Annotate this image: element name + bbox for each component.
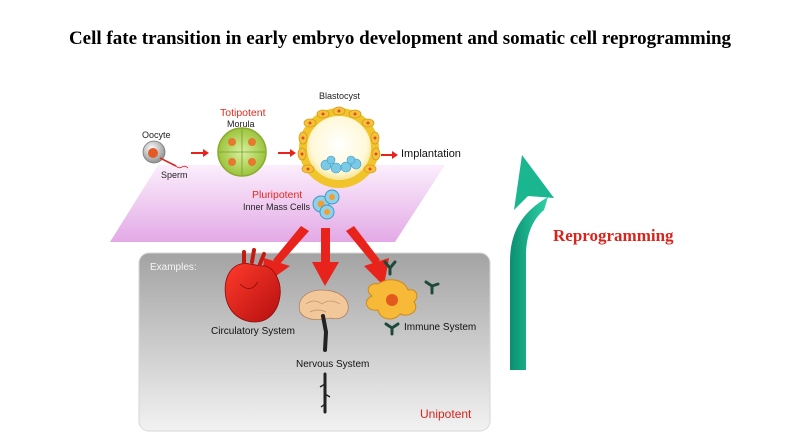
pluripotent-plane xyxy=(110,165,445,242)
blastocyst-label: Blastocyst xyxy=(319,91,361,101)
circulatory-label: Circulatory System xyxy=(211,326,295,337)
arrow-morula-blastocyst xyxy=(278,149,296,157)
antibody-icon xyxy=(383,260,440,336)
page-title: Cell fate transition in early embryo dev… xyxy=(68,28,732,49)
inner-mass-cells-icon xyxy=(312,189,340,220)
arrow-to-nervous xyxy=(312,228,339,286)
totipotent-label: Totipotent xyxy=(220,107,266,119)
nervous-label: Nervous System xyxy=(296,359,370,370)
arrow-implantation xyxy=(381,151,398,159)
reprogramming-label: Reprogramming xyxy=(553,226,674,245)
spinal-cord-icon xyxy=(319,314,331,414)
unipotent-panel xyxy=(138,252,491,432)
reprogramming-arrow xyxy=(510,155,554,370)
morula-icon xyxy=(217,127,267,177)
heart-icon xyxy=(224,248,281,323)
sperm-icon xyxy=(159,157,189,169)
pluripotent-label: Pluripotent xyxy=(252,189,303,201)
immune-label: Immune System xyxy=(404,322,477,333)
oocyte-icon xyxy=(142,140,166,164)
examples-label: Examples: xyxy=(150,262,197,273)
unipotent-label: Unipotent xyxy=(420,407,472,421)
brain-icon xyxy=(298,289,349,321)
arrow-oocyte-morula xyxy=(191,149,209,157)
arrow-to-immune xyxy=(346,226,389,286)
implantation-label: Implantation xyxy=(401,148,461,160)
blastocyst-icon xyxy=(297,106,381,188)
inner-mass-label: Inner Mass Cells xyxy=(243,202,311,212)
sperm-label: Sperm xyxy=(161,170,188,180)
morula-label: Morula xyxy=(227,119,255,129)
oocyte-label: Oocyte xyxy=(142,130,171,140)
immune-cell-icon xyxy=(365,279,418,320)
